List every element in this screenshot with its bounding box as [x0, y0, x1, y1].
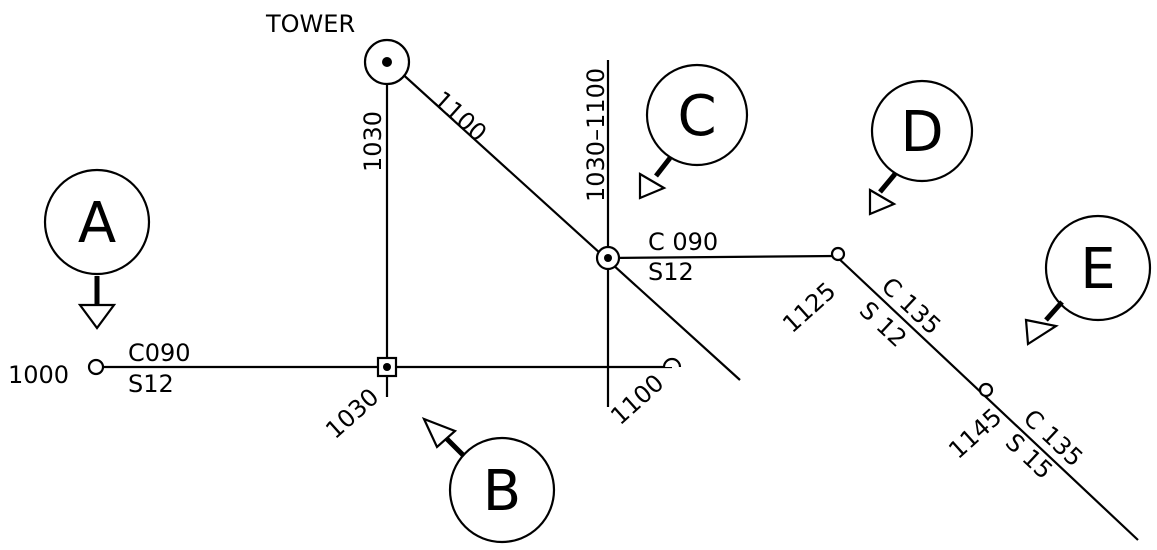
- callout-a-arrowhead: [77, 303, 117, 330]
- time-label-1145: 1145: [943, 403, 1007, 465]
- callout-d-arrowhead: [868, 188, 897, 216]
- time-label-1000: 1000: [8, 361, 69, 389]
- callout-d-arrow-shaft: [878, 172, 897, 194]
- leg1-course-label: C090: [128, 339, 191, 367]
- position-1145-marker: [978, 382, 994, 398]
- position-1125-marker: [830, 246, 846, 262]
- time-label-1125: 1125: [777, 277, 841, 339]
- position-1000-marker: [87, 358, 105, 376]
- callout-e: E: [1024, 214, 1152, 346]
- leg2-speed-label: S12: [648, 258, 694, 286]
- track-line-fix-to-1125: [607, 254, 837, 260]
- callout-d-letter: D: [900, 100, 943, 165]
- bearing-label-1100: 1100: [428, 86, 492, 148]
- time-label-1030: 1030: [320, 383, 384, 445]
- callout-b: B: [421, 416, 556, 544]
- leg1-speed-label: S12: [128, 370, 174, 398]
- leg2-course-label: C 090: [648, 228, 718, 256]
- time-label-1100: 1100: [605, 369, 669, 431]
- callout-c-arrowhead: [638, 172, 667, 200]
- bearing-label-1030-1100: 1030–1100: [582, 68, 610, 202]
- callout-e-arrow-shaft: [1044, 300, 1064, 322]
- position-1100-fix-marker: [595, 245, 621, 271]
- tower-symbol: [363, 38, 411, 86]
- tower-bearing-line-1100: [386, 59, 741, 381]
- callout-b-arrowhead: [421, 416, 458, 449]
- callout-d: D: [868, 79, 974, 216]
- callout-c-arrow-shaft: [654, 156, 672, 178]
- track-line-1125-onward: [835, 255, 1139, 541]
- callout-e-arrowhead: [1024, 318, 1059, 346]
- position-1030-fix-marker: [376, 356, 398, 378]
- position-1100-dr-marker: [662, 357, 682, 368]
- callout-a-letter: A: [78, 191, 116, 256]
- callout-c-letter: C: [677, 84, 716, 149]
- tower-label: TOWER: [265, 10, 355, 38]
- bearing-label-1030: 1030: [359, 111, 387, 172]
- callout-b-letter: B: [483, 459, 521, 524]
- callout-e-letter: E: [1080, 237, 1115, 302]
- callout-a: A: [43, 168, 151, 330]
- callout-b-arrow-shaft: [444, 436, 465, 457]
- callout-c: C: [638, 63, 749, 200]
